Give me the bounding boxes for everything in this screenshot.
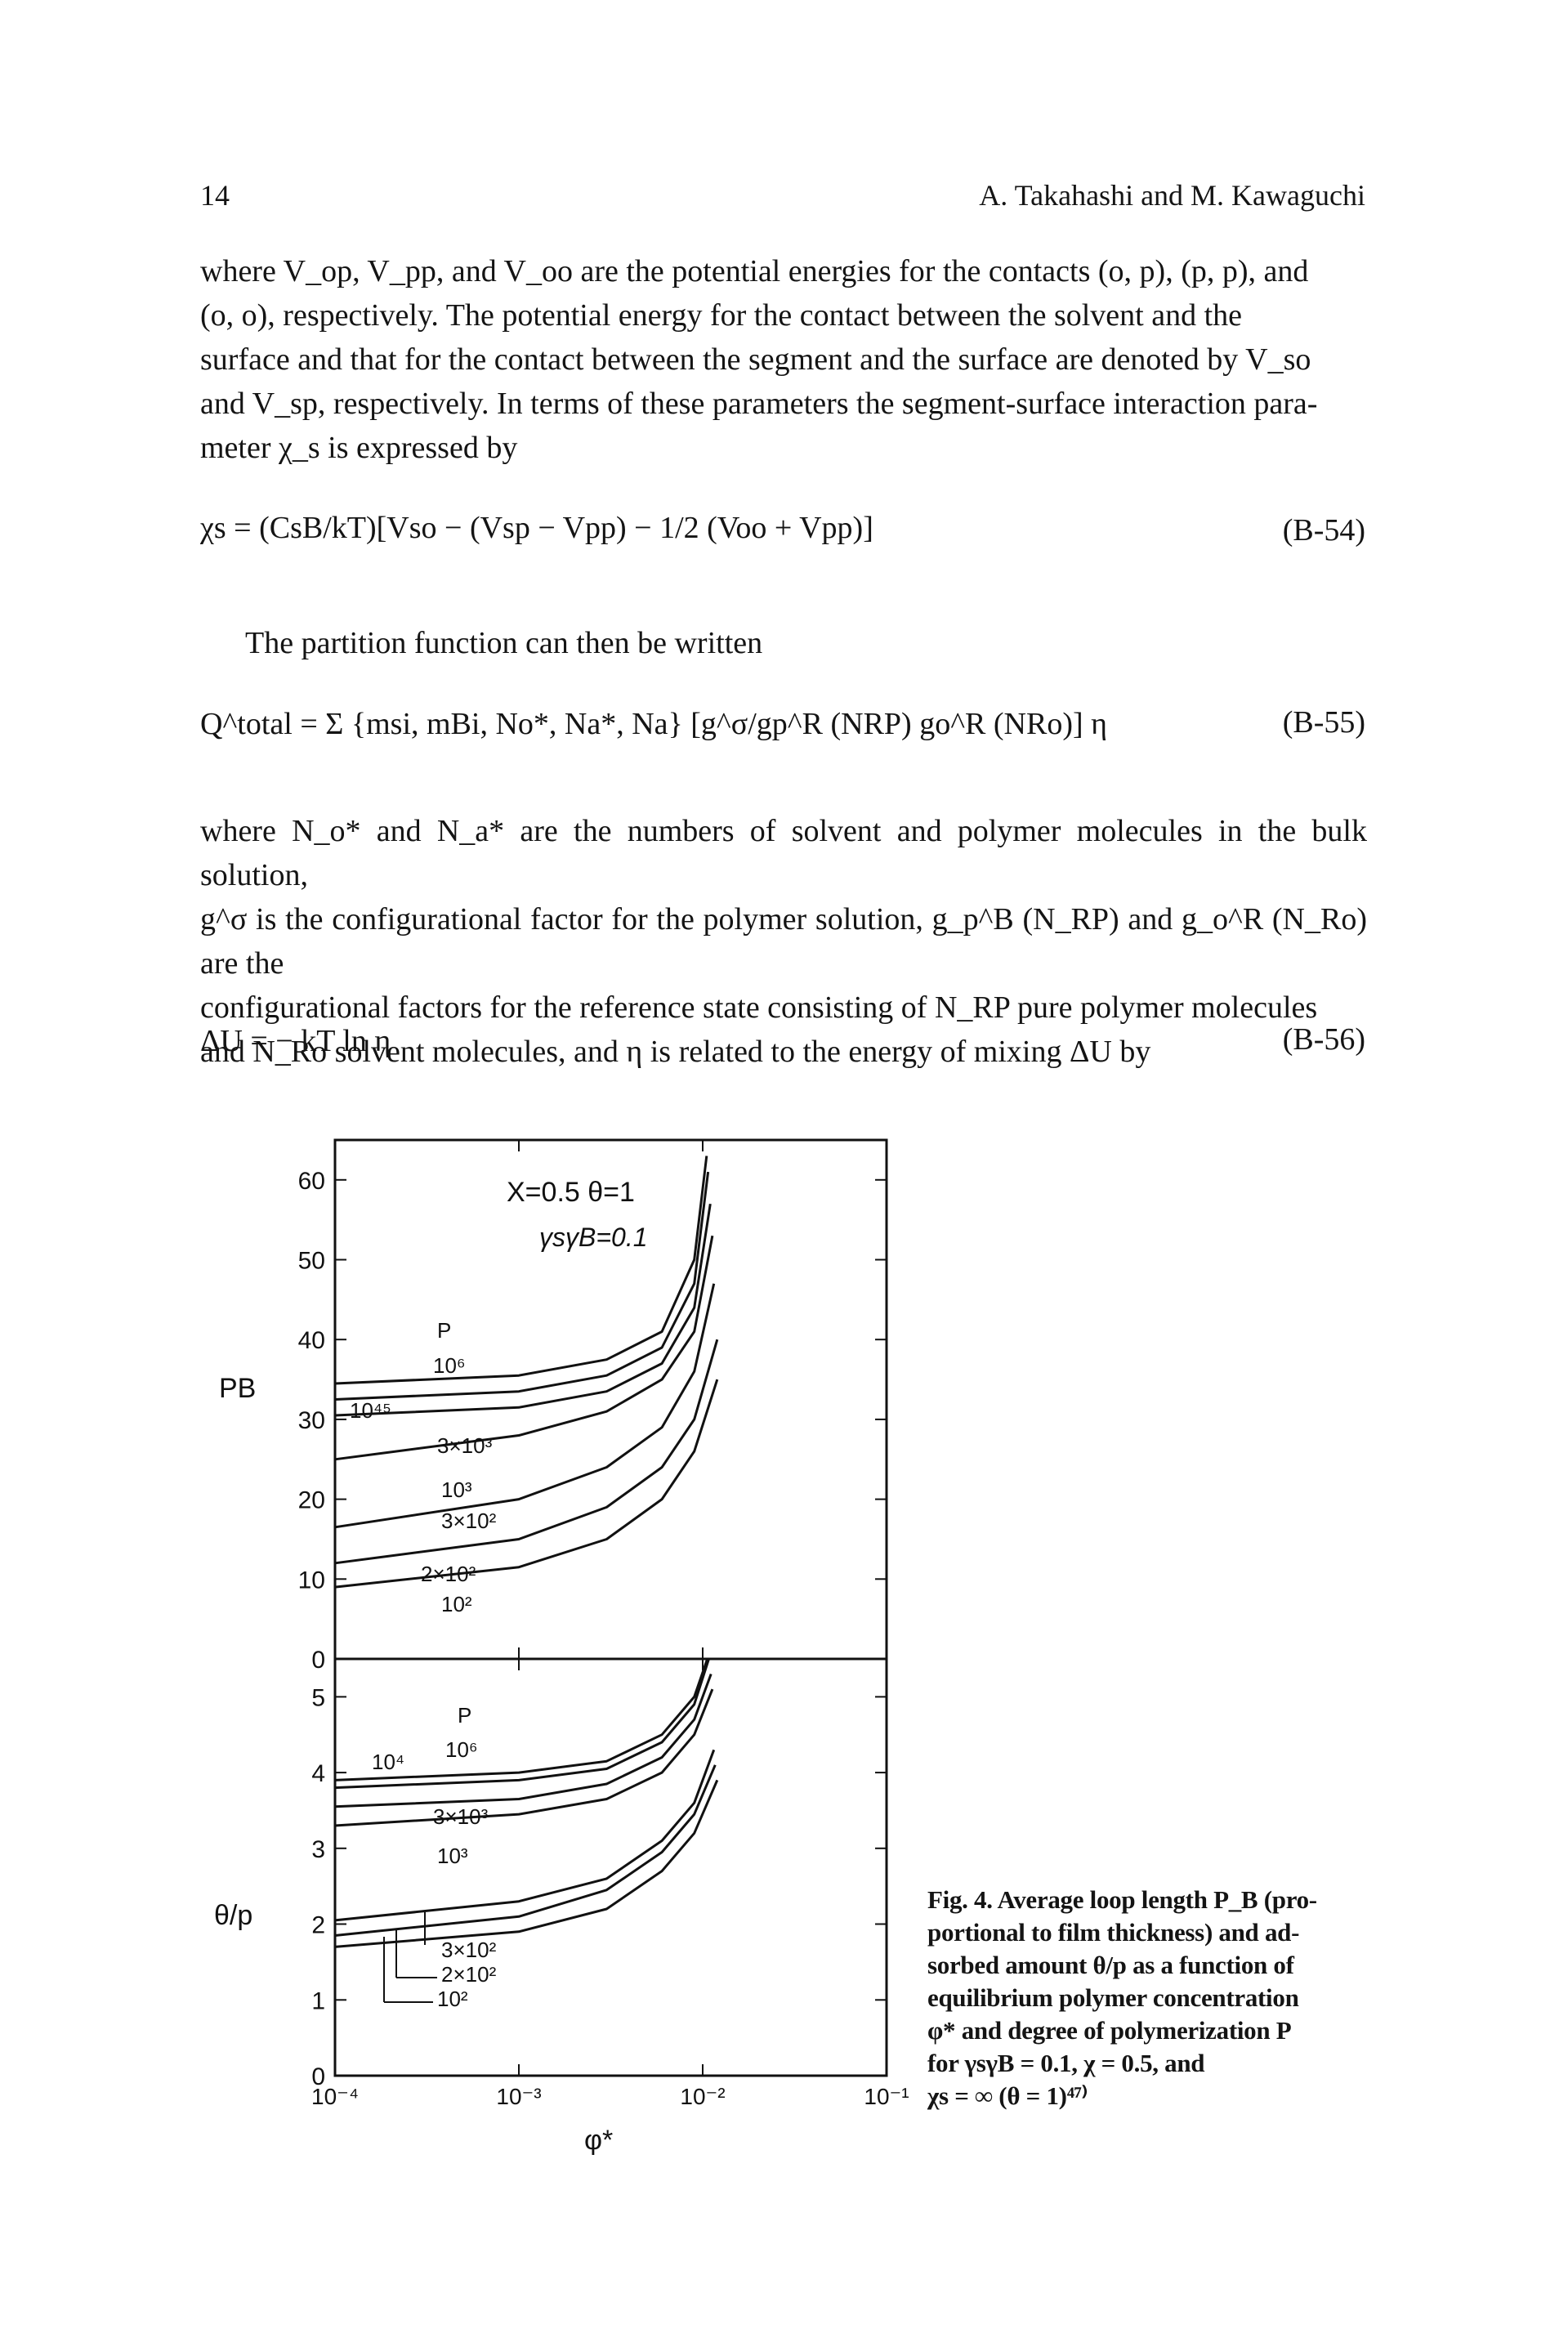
series-line-bottom-4 (334, 1749, 716, 1922)
x-tick-label: 10⁻¹ (864, 2084, 909, 2109)
curve-label-1e4-bottom: 10⁴ (372, 1750, 404, 1774)
series-line-bottom-6 (334, 1779, 719, 1948)
equation-number-b56: (B-56) (1282, 1022, 1365, 1057)
curve-label-1e6-bottom: 10⁶ (445, 1737, 478, 1762)
curve-label-p-bottom: P (458, 1703, 471, 1728)
series-line-top-5 (334, 1339, 719, 1565)
curve-label-3e3-top: 3×10³ (437, 1433, 493, 1458)
leader-line-2e2 (395, 1929, 437, 1978)
series-line-top-0 (334, 1156, 708, 1385)
paragraph-1-line: meter χ_s is expressed by (200, 431, 518, 465)
figure-caption: Fig. 4. Average loop length P_B (pro- po… (927, 1884, 1385, 2112)
series-line-top-6 (334, 1379, 719, 1589)
equation-b56: ΔU = − kT ln η (200, 1024, 391, 1058)
x-tick-label: 10⁻³ (496, 2084, 541, 2109)
bottom-panel-curves (334, 1658, 719, 1948)
curve-label-1e3-top: 10³ (441, 1477, 472, 1502)
paragraph-1-line: and V_sp, respectively. In terms of thes… (200, 387, 1318, 421)
x-tick-label: 10⁻² (680, 2084, 725, 2109)
curve-label-p-top: P (437, 1318, 451, 1343)
paragraph-1-line: (o, o), respectively. The potential ener… (200, 298, 1243, 333)
curve-label-2e2-top: 2×10² (421, 1562, 476, 1586)
series-line-bottom-2 (334, 1673, 713, 1808)
caption-line: Fig. 4. Average loop length P_B (pro- (927, 1885, 1317, 1914)
paragraph-2-line: and N_Ro solvent molecules, and η is rel… (200, 1035, 1151, 1069)
paragraph-1-line: where V_op, V_pp, and V_oo are the poten… (200, 254, 1309, 288)
series-line-top-1 (334, 1171, 710, 1401)
y-tick-label: 4 (311, 1760, 325, 1787)
curve-label-1e2-bottom: 10² (437, 1987, 468, 2011)
y-tick-label: 40 (298, 1327, 325, 1354)
y-axis-label-bottom: θ/p (214, 1900, 252, 1931)
curve-label-3e2-bottom: 3×10² (441, 1938, 497, 1962)
partition-function-intro: The partition function can then be writt… (245, 626, 763, 660)
paragraph-2: where N_o* and N_a* are the numbers of s… (200, 809, 1367, 1074)
series-line-bottom-1 (334, 1658, 710, 1790)
equation-number-b54: (B-54) (1282, 513, 1365, 548)
plot-frame (333, 1138, 888, 2077)
y-tick-label: 5 (311, 1684, 325, 1711)
caption-line: equilibrium polymer concentration (927, 1983, 1299, 2012)
series-line-top-2 (334, 1203, 712, 1417)
caption-line: portional to film thickness) and ad- (927, 1918, 1300, 1947)
series-line-bottom-0 (334, 1658, 709, 1781)
caption-line: for γsγB = 0.1, χ = 0.5, and (927, 2049, 1205, 2077)
series-line-top-4 (334, 1283, 716, 1529)
y-tick-label: 2 (311, 1912, 325, 1939)
caption-line: χs = ∞ (θ = 1)⁴⁷⁾ (927, 2081, 1088, 2110)
curve-label-2e2-bottom: 2×10² (441, 1962, 497, 1987)
y-tick-label: 20 (298, 1487, 325, 1514)
series-line-bottom-3 (334, 1688, 714, 1827)
curve-label-1e2-top: 10² (441, 1592, 472, 1616)
equation-b55: Q^total = Σ {msi, mBi, No*, Na*, Na} [g^… (200, 707, 1107, 741)
y-tick-label: 10 (298, 1567, 325, 1594)
y-tick-label: 1 (311, 1987, 325, 2014)
paragraph-1-line: surface and that for the contact between… (200, 342, 1311, 377)
leader-line-1e2 (383, 1937, 433, 2003)
y-axis-label-top: PB (219, 1373, 256, 1404)
x-tick-labels: 10⁻⁴ 10⁻³ 10⁻² 10⁻¹ (311, 2084, 909, 2109)
annotation-gamma: γsγB=0.1 (539, 1223, 648, 1252)
page-number: 14 (200, 179, 230, 212)
curve-label-1e3-bottom: 10³ (437, 1844, 468, 1868)
curve-label-3e3-bottom: 3×10³ (433, 1804, 489, 1829)
x-axis-label: φ* (584, 2125, 613, 2156)
caption-line: sorbed amount θ/p as a function of (927, 1951, 1294, 1979)
equation-number-b55: (B-55) (1282, 705, 1365, 740)
curve-label-1e6-top: 10⁶ (433, 1353, 466, 1378)
equation-b54: χs = (CsB/kT)[Vso − (Vsp − Vpp) − 1/2 (V… (200, 511, 873, 545)
caption-line: φ* and degree of polymerization P (927, 2016, 1292, 2045)
curve-label-3e2-top: 3×10² (441, 1509, 497, 1533)
bottom-axis-ticks (335, 1659, 887, 2076)
y-tick-label: 0 (311, 2063, 325, 2090)
series-line-top-3 (334, 1235, 714, 1461)
y-tick-label: 3 (311, 1836, 325, 1863)
curve-label-1e45-top: 10⁴⁵ (350, 1398, 391, 1423)
bottom-y-tick-labels: 0 1 2 3 4 5 (311, 1684, 325, 2090)
paragraph-2-line: configurational factors for the referenc… (200, 990, 1318, 1025)
y-tick-label: 30 (298, 1407, 325, 1434)
paragraph-2-line: g^σ is the configurational factor for th… (200, 902, 1367, 981)
y-tick-label: 50 (298, 1248, 325, 1275)
paragraph-2-line: where N_o* and N_a* are the numbers of s… (200, 814, 1367, 892)
x-tick-label: 10⁻⁴ (311, 2084, 359, 2109)
top-axis-ticks (335, 1140, 887, 1660)
running-head: A. Takahashi and M. Kawaguchi (979, 179, 1365, 212)
top-panel-curves (334, 1156, 719, 1589)
annotation-chi-theta: X=0.5 θ=1 (507, 1177, 635, 1208)
top-y-tick-labels: 0 10 20 30 40 50 60 (298, 1168, 325, 1674)
paragraph-1: where V_op, V_pp, and V_oo are the poten… (200, 249, 1367, 470)
series-line-bottom-5 (334, 1764, 717, 1937)
y-tick-label: 0 (311, 1647, 325, 1674)
y-tick-label: 60 (298, 1168, 325, 1195)
